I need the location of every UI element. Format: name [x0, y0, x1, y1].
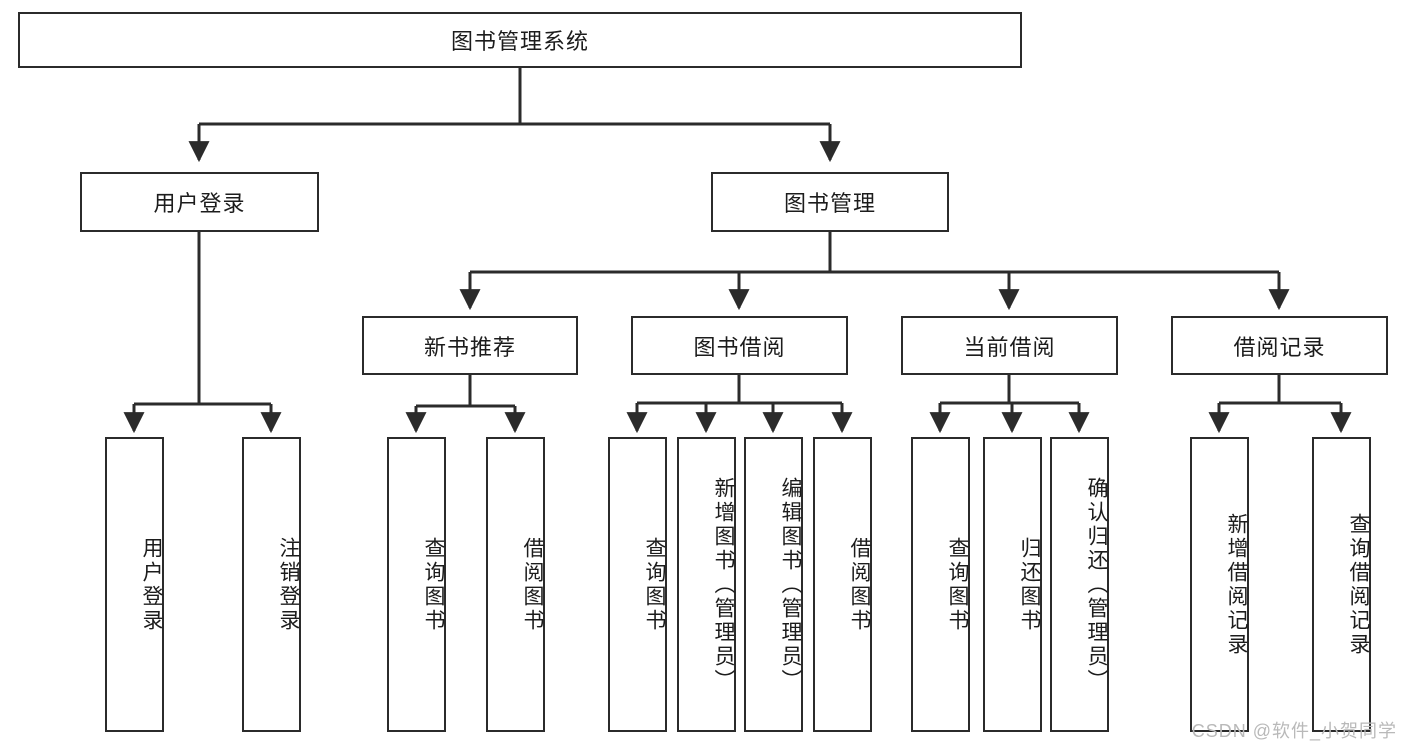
node-borrow-record[interactable]: 借阅记录: [1171, 316, 1388, 375]
node-book-borrow-label: 图书借阅: [693, 334, 786, 360]
node-leaf-add-borrow-record[interactable]: 新增借阅记录: [1190, 437, 1249, 732]
node-leaf-query-borrow-record-label: 查询借阅记录: [1347, 512, 1370, 657]
watermark-text: CSDN @软件_小贺同学: [1191, 721, 1397, 741]
node-leaf-edit-book-admin-label: 编辑图书（管理员）: [779, 476, 802, 693]
node-user-login[interactable]: 用户登录: [80, 172, 319, 232]
node-leaf-query-book-1-label: 查询图书: [422, 536, 445, 633]
node-leaf-add-book-admin-label: 新增图书（管理员）: [712, 476, 735, 693]
node-book-borrow[interactable]: 图书借阅: [631, 316, 848, 375]
node-leaf-borrow-book-2[interactable]: 借阅图书: [813, 437, 872, 732]
node-leaf-query-borrow-record[interactable]: 查询借阅记录: [1312, 437, 1371, 732]
node-new-book-recommend[interactable]: 新书推荐: [362, 316, 578, 375]
node-leaf-query-book-2-label: 查询图书: [643, 536, 666, 633]
node-root-label: 图书管理系统: [450, 29, 589, 54]
node-leaf-confirm-return[interactable]: 确认归还（管理员）: [1050, 437, 1109, 732]
node-leaf-query-book-3[interactable]: 查询图书: [911, 437, 970, 732]
node-leaf-return-book[interactable]: 归还图书: [983, 437, 1042, 732]
node-current-borrow-label: 当前借阅: [963, 334, 1056, 360]
node-leaf-add-book-admin[interactable]: 新增图书（管理员）: [677, 437, 736, 732]
node-leaf-borrow-book-1[interactable]: 借阅图书: [486, 437, 545, 732]
node-leaf-query-book-2[interactable]: 查询图书: [608, 437, 667, 732]
node-leaf-logout-login-label: 注销登录: [277, 536, 300, 633]
node-leaf-logout-login[interactable]: 注销登录: [242, 437, 301, 732]
node-current-borrow[interactable]: 当前借阅: [901, 316, 1118, 375]
node-leaf-confirm-return-label: 确认归还（管理员）: [1085, 476, 1108, 693]
node-new-book-recommend-label: 新书推荐: [423, 334, 516, 360]
node-leaf-borrow-book-1-label: 借阅图书: [521, 536, 544, 633]
node-leaf-query-book-3-label: 查询图书: [946, 536, 969, 633]
node-leaf-return-book-label: 归还图书: [1018, 536, 1041, 633]
node-book-management-label: 图书管理: [783, 191, 876, 216]
node-root[interactable]: 图书管理系统: [18, 12, 1022, 68]
node-leaf-query-book-1[interactable]: 查询图书: [387, 437, 446, 732]
node-leaf-add-borrow-record-label: 新增借阅记录: [1225, 512, 1248, 657]
node-leaf-edit-book-admin[interactable]: 编辑图书（管理员）: [744, 437, 803, 732]
node-book-management[interactable]: 图书管理: [711, 172, 949, 232]
node-leaf-user-login[interactable]: 用户登录: [105, 437, 164, 732]
node-borrow-record-label: 借阅记录: [1233, 334, 1326, 360]
node-leaf-borrow-book-2-label: 借阅图书: [848, 536, 871, 633]
node-leaf-user-login-label: 用户登录: [140, 536, 163, 633]
node-user-login-label: 用户登录: [153, 191, 246, 216]
